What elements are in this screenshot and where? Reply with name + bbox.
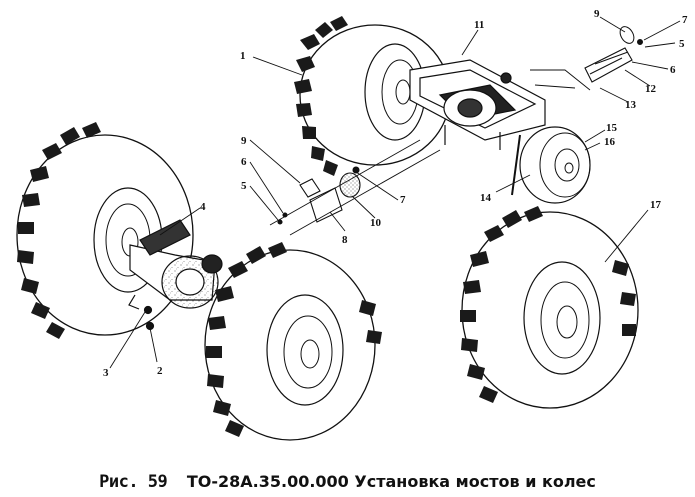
upper-shaft-assembly bbox=[530, 26, 643, 91]
callout-labels: 1 2 3 4 5 5 6 6 7 7 8 9 9 10 11 12 13 14… bbox=[103, 8, 688, 379]
callout-5a: 5 bbox=[241, 180, 247, 192]
callout-16: 16 bbox=[604, 136, 616, 148]
callout-12: 12 bbox=[645, 83, 657, 95]
callout-4: 4 bbox=[200, 201, 206, 213]
callout-14: 14 bbox=[480, 192, 492, 204]
front-wheel-left bbox=[16, 122, 194, 339]
callout-10: 10 bbox=[370, 217, 382, 229]
callout-11: 11 bbox=[474, 19, 484, 31]
front-axle-housing bbox=[128, 219, 223, 331]
figure-caption: Рис. 59 ТО-28А.35.00.000 Установка мосто… bbox=[0, 472, 695, 492]
rear-hub-assembly bbox=[511, 126, 591, 204]
callout-15: 15 bbox=[606, 122, 618, 134]
kingpin-parts bbox=[277, 166, 361, 225]
callout-17: 17 bbox=[650, 199, 662, 211]
callout-6b: 6 bbox=[670, 64, 676, 76]
figure-number: Рис. 59 bbox=[99, 472, 168, 492]
callout-7a: 7 bbox=[400, 194, 406, 206]
callout-9a: 9 bbox=[241, 135, 247, 147]
callout-5b: 5 bbox=[679, 38, 685, 50]
leader-lines bbox=[109, 16, 681, 369]
callout-1: 1 bbox=[240, 50, 246, 62]
callout-3: 3 bbox=[103, 367, 109, 379]
rear-axle-frame bbox=[409, 59, 546, 150]
callout-13: 13 bbox=[625, 99, 637, 111]
callout-2: 2 bbox=[157, 365, 163, 377]
figure-title: ТО-28А.35.00.000 Установка мостов и коле… bbox=[186, 472, 596, 491]
callout-9b: 9 bbox=[594, 8, 600, 20]
callout-8: 8 bbox=[342, 234, 348, 246]
front-wheel-right bbox=[204, 242, 382, 441]
callout-7b: 7 bbox=[682, 14, 688, 26]
rear-wheel-right bbox=[460, 206, 639, 409]
callout-6a: 6 bbox=[241, 156, 247, 168]
